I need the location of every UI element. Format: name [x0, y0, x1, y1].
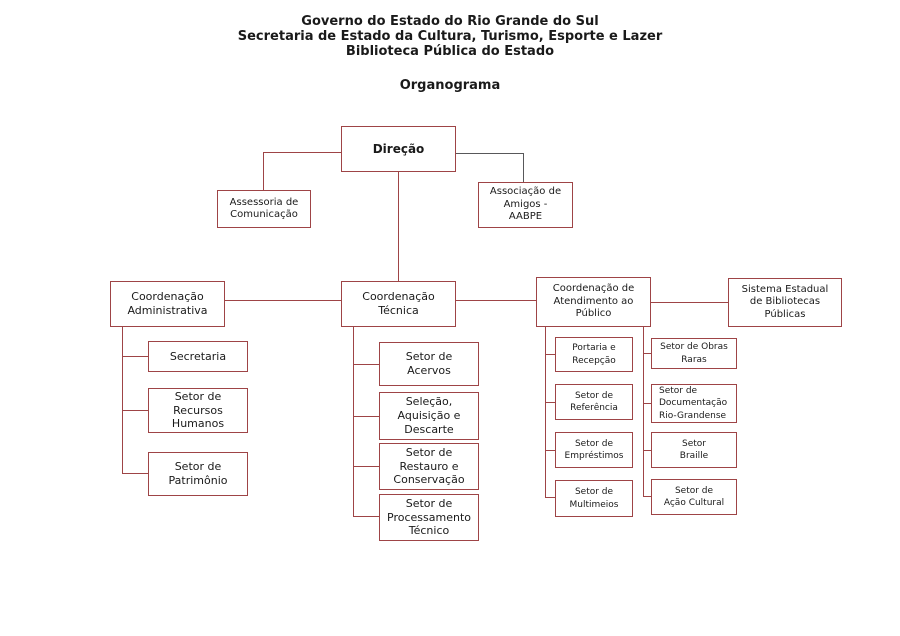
connector-tec-selecao: [353, 416, 379, 417]
connector-direcao-drop: [398, 172, 399, 281]
node-setor-braille: Setor Braille: [651, 432, 737, 468]
node-portaria-recepcao: Portaria e Recepção: [555, 337, 633, 372]
node-assessoria-comunicacao: Assessoria de Comunicação: [217, 190, 311, 228]
connector-atend-acao: [643, 496, 651, 497]
connector-adm-patrimonio: [122, 473, 148, 474]
connector-atend-sistema: [651, 302, 728, 303]
connector-adm-drop: [122, 327, 123, 474]
page-header: Governo do Estado do Rio Grande do Sul S…: [0, 14, 900, 93]
title-line-1: Governo do Estado do Rio Grande do Sul: [301, 14, 599, 29]
connector-adm-secretaria: [122, 356, 148, 357]
node-setor-emprestimos: Setor de Empréstimos: [555, 432, 633, 468]
node-setor-obras-raras: Setor de Obras Raras: [651, 338, 737, 369]
connector-atend-right-drop: [643, 327, 644, 497]
connector-tec-atend: [456, 300, 536, 301]
connector-atend-emprestimos: [545, 450, 555, 451]
connector-tec-processamento: [353, 516, 379, 517]
connector-tec-restauro: [353, 466, 379, 467]
node-coordenacao-administrativa: Coordenação Administrativa: [110, 281, 225, 327]
node-setor-restauro-conservacao: Setor de Restauro e Conservação: [379, 443, 479, 490]
node-sistema-estadual-bibliotecas: Sistema Estadual de Bibliotecas Públicas: [728, 278, 842, 327]
connector-atend-documentacao: [643, 403, 651, 404]
connector-adm-tec: [225, 300, 341, 301]
connector-tec-acervos: [353, 364, 379, 365]
title-line-3: Biblioteca Pública do Estado: [345, 44, 555, 59]
connector-direcao-aabpe-h: [456, 153, 523, 154]
node-setor-documentacao-rio-grandense: Setor de Documentação Rio-Grandense: [651, 384, 737, 423]
connector-atend-left-drop: [545, 327, 546, 498]
connector-atend-obras: [643, 353, 651, 354]
node-coordenacao-tecnica: Coordenação Técnica: [341, 281, 456, 327]
node-coordenacao-atendimento-publico: Coordenação de Atendimento ao Público: [536, 277, 651, 327]
connector-adm-recursos: [122, 410, 148, 411]
node-setor-referencia: Setor de Referência: [555, 384, 633, 420]
connector-direcao-aabpe-v: [523, 153, 524, 182]
node-setor-acervos: Setor de Acervos: [379, 342, 479, 386]
connector-atend-referencia: [545, 402, 555, 403]
connector-tec-drop: [353, 327, 354, 517]
node-selecao-aquisicao-descarte: Seleção, Aquisição e Descarte: [379, 392, 479, 440]
connector-direcao-assessoria-v: [263, 152, 264, 190]
connector-direcao-assessoria-h: [263, 152, 341, 153]
chart-title: Organograma: [399, 78, 501, 93]
node-associacao-amigos-aabpe: Associação de Amigos - AABPE: [478, 182, 573, 228]
connector-atend-multimeios: [545, 497, 555, 498]
node-secretaria: Secretaria: [148, 341, 248, 372]
connector-atend-portaria: [545, 354, 555, 355]
node-setor-patrimonio: Setor de Patrimônio: [148, 452, 248, 496]
node-setor-processamento-tecnico: Setor de Processamento Técnico: [379, 494, 479, 541]
title-line-2: Secretaria de Estado da Cultura, Turismo…: [237, 29, 663, 44]
node-direcao: Direção: [341, 126, 456, 172]
node-setor-recursos-humanos: Setor de Recursos Humanos: [148, 388, 248, 433]
connector-atend-braille: [643, 450, 651, 451]
node-setor-acao-cultural: Setor de Ação Cultural: [651, 479, 737, 515]
node-setor-multimeios: Setor de Multimeios: [555, 480, 633, 517]
